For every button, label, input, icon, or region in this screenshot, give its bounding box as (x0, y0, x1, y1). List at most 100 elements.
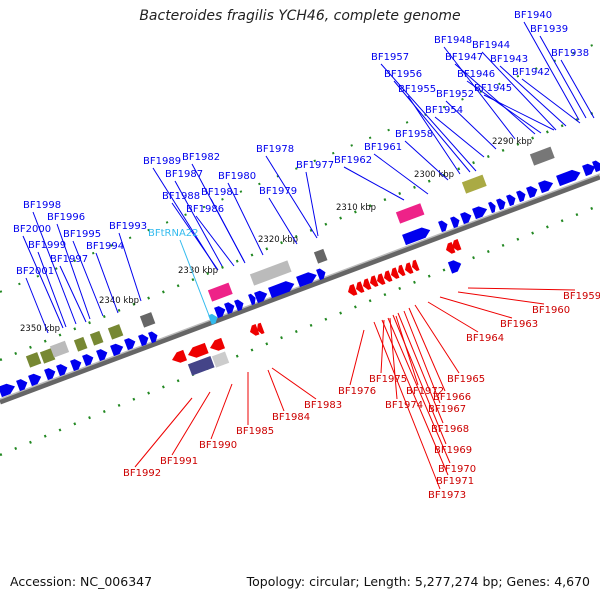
gene-label-bf1969[interactable]: BF1969 (434, 445, 472, 456)
forward-gene-arrow[interactable] (96, 347, 109, 362)
forward-gene-arrow[interactable] (556, 167, 582, 187)
forward-gene-arrow[interactable] (438, 219, 449, 233)
forward-gene-arrow[interactable] (234, 298, 245, 312)
forward-gene-arrow[interactable] (472, 204, 489, 220)
feature-block-gray[interactable] (313, 248, 328, 264)
gene-label-bf1967[interactable]: BF1967 (428, 404, 466, 415)
forward-gene-arrow[interactable] (70, 357, 83, 372)
feature-block-lightgray[interactable] (211, 351, 230, 368)
gene-label-bf1995[interactable]: BF1995 (63, 229, 101, 240)
gene-label-bf1957[interactable]: BF1957 (371, 52, 409, 63)
gene-label-bf1971[interactable]: BF1971 (436, 476, 474, 487)
feature-block-navy[interactable] (187, 355, 215, 376)
forward-gene-arrow[interactable] (254, 289, 269, 304)
gene-label-bf2001[interactable]: BF2001 (16, 266, 54, 277)
reverse-gene-arrow[interactable] (389, 267, 400, 280)
forward-gene-arrow[interactable] (447, 258, 463, 274)
gene-label-bf1972[interactable]: BF1972 (406, 386, 444, 397)
gene-label-bf1962[interactable]: BF1962 (334, 155, 372, 166)
feature-block-olive[interactable] (25, 352, 42, 368)
forward-gene-arrow[interactable] (224, 301, 236, 315)
forward-gene-arrow[interactable] (316, 267, 327, 281)
gene-label-bf1956[interactable]: BF1956 (384, 69, 422, 80)
gene-label-bf1984[interactable]: BF1984 (272, 412, 310, 423)
gene-label-bf1946[interactable]: BF1946 (457, 69, 495, 80)
gene-label-bf1963[interactable]: BF1963 (500, 319, 538, 330)
gene-label-bf1939[interactable]: BF1939 (530, 24, 568, 35)
forward-gene-arrow[interactable] (450, 215, 461, 229)
gene-label-bf1943[interactable]: BF1943 (490, 54, 528, 65)
gene-label-bf1985[interactable]: BF1985 (236, 426, 274, 437)
feature-block-pink[interactable] (207, 282, 233, 302)
feature-block-olive[interactable] (73, 336, 88, 352)
forward-gene-arrow[interactable] (248, 293, 257, 306)
gene-label-bf1964[interactable]: BF1964 (466, 333, 504, 344)
gene-label-bf1961[interactable]: BF1961 (364, 142, 402, 153)
gene-label-bf1945[interactable]: BF1945 (474, 83, 512, 94)
gene-label-bf1994[interactable]: BF1994 (86, 241, 124, 252)
feature-block-olive[interactable] (39, 348, 56, 364)
gene-label-bf1989[interactable]: BF1989 (143, 156, 181, 167)
forward-gene-arrow[interactable] (44, 366, 57, 381)
forward-gene-arrow[interactable] (28, 372, 43, 387)
forward-gene-arrow[interactable] (124, 336, 137, 351)
gene-label-bf1986[interactable]: BF1986 (186, 204, 224, 215)
gene-label-bf1947[interactable]: BF1947 (445, 52, 483, 63)
reverse-gene-arrow[interactable] (248, 324, 260, 337)
forward-gene-arrow[interactable] (110, 342, 125, 357)
gene-label-bf1978[interactable]: BF1978 (256, 144, 294, 155)
reverse-gene-arrow[interactable] (444, 242, 456, 255)
reverse-gene-arrow[interactable] (368, 275, 379, 288)
forward-gene-arrow[interactable] (56, 362, 69, 377)
gene-label-bf1996[interactable]: BF1996 (47, 212, 85, 223)
gene-label-bf1993[interactable]: BF1993 (109, 221, 147, 232)
gene-label-bf1948[interactable]: BF1948 (434, 35, 472, 46)
feature-block-gray[interactable] (529, 146, 555, 166)
feature-block-olive[interactable] (461, 174, 487, 194)
gene-label-bf1998[interactable]: BF1998 (23, 200, 61, 211)
forward-gene-arrow[interactable] (582, 162, 597, 177)
gene-label-bf1980[interactable]: BF1980 (218, 171, 256, 182)
gene-label-bf1942[interactable]: BF1942 (512, 67, 550, 78)
gene-label-bf1959[interactable]: BF1959 (563, 291, 600, 302)
gene-label-bf1981[interactable]: BF1981 (201, 187, 239, 198)
feature-block-olive[interactable] (107, 324, 124, 340)
gene-label-bf1983[interactable]: BF1983 (304, 400, 342, 411)
feature-block-pink[interactable] (395, 203, 425, 224)
gene-label-bf1975[interactable]: BF1975 (369, 374, 407, 385)
reverse-gene-arrow[interactable] (208, 337, 226, 353)
reverse-gene-arrow[interactable] (255, 322, 265, 335)
gene-label-bf1965[interactable]: BF1965 (447, 374, 485, 385)
reverse-gene-arrow[interactable] (170, 349, 188, 365)
gene-label-bf1990[interactable]: BF1990 (199, 440, 237, 451)
forward-gene-arrow[interactable] (516, 189, 527, 203)
gene-label-bf1973[interactable]: BF1973 (428, 490, 466, 501)
feature-block-lightgray[interactable] (249, 260, 292, 286)
gene-label-bf1988[interactable]: BF1988 (162, 191, 200, 202)
gene-label-bf1952[interactable]: BF1952 (436, 89, 474, 100)
gene-label-bf1955[interactable]: BF1955 (398, 84, 436, 95)
reverse-gene-arrow[interactable] (450, 239, 462, 252)
forward-gene-arrow[interactable] (82, 352, 95, 367)
forward-gene-arrow[interactable] (296, 270, 319, 288)
feature-block-gray[interactable] (139, 312, 156, 328)
reverse-gene-arrow[interactable] (410, 259, 420, 272)
gene-label-bf1960[interactable]: BF1960 (532, 305, 570, 316)
gene-label-bf1970[interactable]: BF1970 (438, 464, 476, 475)
gene-label-bf2000[interactable]: BF2000 (13, 224, 51, 235)
gene-label-bf1991[interactable]: BF1991 (160, 456, 198, 467)
gene-label-bf1938[interactable]: BF1938 (551, 48, 589, 59)
feature-block-olive[interactable] (89, 330, 104, 346)
gene-label-bf1987[interactable]: BF1987 (165, 169, 203, 180)
forward-gene-arrow[interactable] (506, 193, 517, 207)
forward-gene-arrow[interactable] (138, 333, 150, 347)
gene-label-bf1992[interactable]: BF1992 (123, 468, 161, 479)
reverse-gene-arrow[interactable] (354, 281, 365, 294)
feature-block-lightgray[interactable] (49, 340, 70, 358)
reverse-gene-arrow[interactable] (346, 284, 358, 297)
gene-label-bf1974[interactable]: BF1974 (385, 400, 423, 411)
gene-label-bf1968[interactable]: BF1968 (431, 424, 469, 435)
forward-gene-arrow[interactable] (214, 304, 227, 319)
gene-label-bf1944[interactable]: BF1944 (472, 40, 510, 51)
gene-label-bftrna22[interactable]: BFtRNA22 (148, 228, 199, 239)
